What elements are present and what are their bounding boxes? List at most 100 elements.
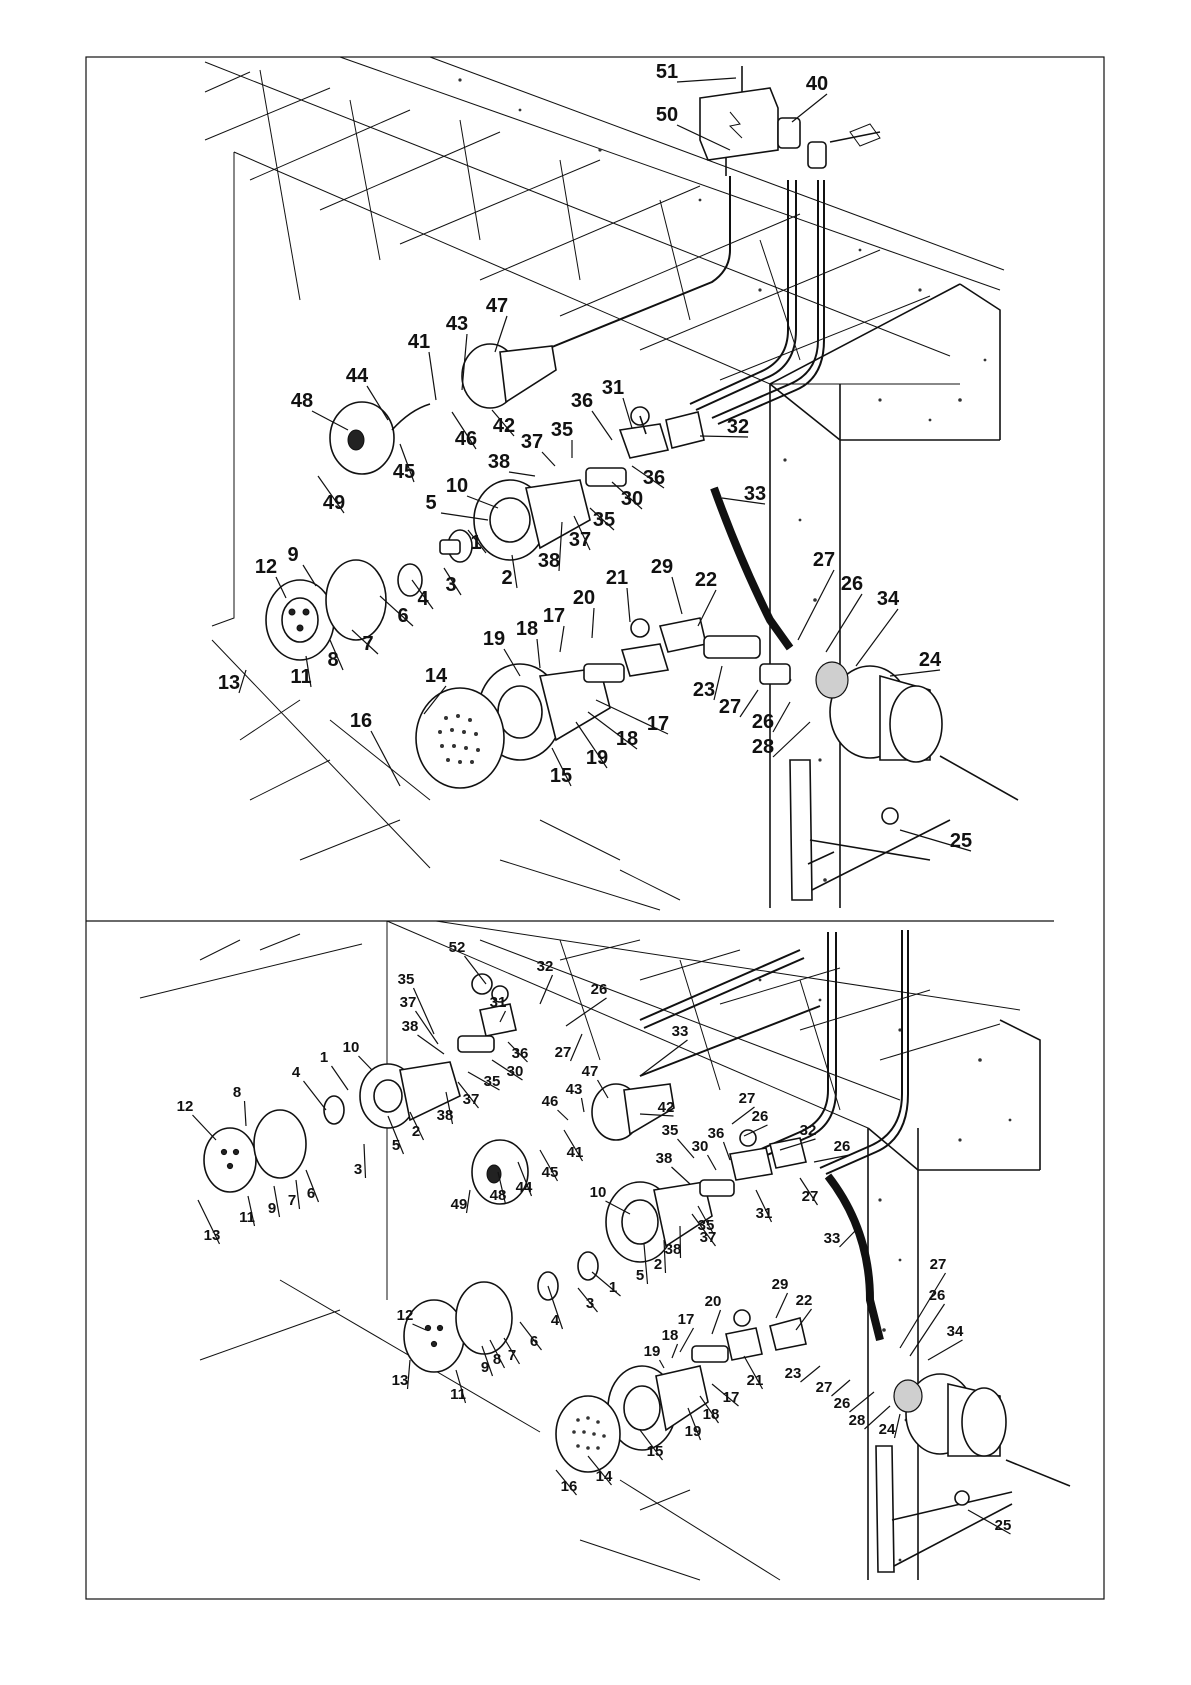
leader-line: [511, 554, 518, 589]
part-number-11: 11: [290, 666, 311, 688]
part-number-35: 35: [698, 1217, 715, 1234]
part-number-8: 8: [233, 1084, 241, 1101]
part-number-37: 37: [400, 994, 417, 1011]
leader-line: [247, 1195, 256, 1227]
part-number-48: 48: [291, 390, 313, 412]
jet-assemblies-bottom: [203, 973, 807, 1473]
leader-line: [831, 1379, 851, 1397]
leader-line: [559, 625, 565, 653]
part-number-46: 46: [542, 1093, 559, 1110]
leader-line: [317, 475, 345, 514]
part-number-23: 23: [693, 679, 715, 701]
leader-line: [677, 1138, 695, 1159]
part-number-35: 35: [662, 1122, 679, 1139]
part-number-28: 28: [752, 736, 774, 758]
leader-line: [366, 385, 389, 421]
part-number-51: 51: [656, 61, 678, 83]
leader-line: [679, 1327, 695, 1353]
leader-line: [721, 497, 766, 505]
callouts-top-panel: 5140504743414448464245493631323537383610…: [218, 61, 972, 852]
part-number-36: 36: [643, 467, 665, 489]
part-number-3: 3: [354, 1161, 362, 1178]
leader-line: [772, 721, 811, 758]
part-number-35: 35: [398, 971, 415, 988]
leader-line: [658, 1359, 665, 1369]
part-number-13: 13: [392, 1372, 409, 1389]
leader-line: [596, 1079, 609, 1099]
part-number-15: 15: [550, 765, 572, 787]
part-number-38: 38: [488, 451, 510, 473]
leader-line: [411, 579, 434, 610]
part-number-12: 12: [255, 556, 277, 578]
part-number-1: 1: [320, 1049, 328, 1066]
leader-line: [697, 1205, 715, 1235]
top-panel-artwork: [204, 56, 1019, 911]
part-number-17: 17: [543, 605, 565, 627]
leader-line: [467, 529, 487, 554]
leader-line: [370, 730, 401, 787]
leader-line: [494, 315, 508, 353]
leader-line: [466, 495, 499, 509]
part-number-47: 47: [582, 1063, 599, 1080]
part-number-35: 35: [593, 509, 615, 531]
leader-line: [305, 1169, 320, 1203]
part-number-34: 34: [947, 1323, 964, 1340]
part-number-48: 48: [490, 1187, 507, 1204]
bottom-panel-artwork: [139, 920, 1071, 1581]
leader-line: [539, 1149, 559, 1182]
part-number-12: 12: [177, 1098, 194, 1115]
leader-line: [791, 93, 828, 123]
leader-line: [379, 595, 414, 627]
leader-line: [639, 1039, 688, 1077]
leader-line: [451, 411, 477, 450]
leader-line: [519, 1321, 542, 1351]
part-number-7: 7: [288, 1192, 296, 1209]
leader-line: [575, 721, 608, 769]
part-number-42: 42: [493, 415, 515, 437]
leader-line: [238, 669, 247, 694]
part-number-26: 26: [591, 981, 608, 998]
leader-line: [503, 1337, 521, 1365]
part-number-10: 10: [446, 475, 468, 497]
part-number-17: 17: [678, 1311, 695, 1328]
part-number-37: 37: [569, 529, 591, 551]
part-number-13: 13: [204, 1227, 221, 1244]
leader-line: [358, 1055, 373, 1071]
leader-line: [591, 607, 595, 639]
leader-line: [577, 1287, 598, 1313]
leader-line: [547, 1285, 564, 1330]
leader-line: [927, 1339, 963, 1361]
leader-line: [565, 997, 607, 1027]
part-number-45: 45: [393, 461, 415, 483]
leader-line: [587, 711, 638, 750]
part-number-17: 17: [647, 713, 669, 735]
part-number-27: 27: [719, 696, 741, 718]
part-number-9: 9: [287, 544, 298, 566]
leader-line: [507, 1041, 528, 1063]
leader-line: [671, 576, 683, 615]
leader-line: [461, 333, 468, 391]
leader-line: [412, 1323, 427, 1331]
part-number-30: 30: [621, 488, 643, 510]
concrete-wall-bottom: [758, 978, 1041, 1580]
leader-line: [499, 1010, 507, 1023]
leader-line: [428, 351, 437, 401]
part-number-9: 9: [268, 1200, 276, 1217]
leader-line: [587, 1455, 612, 1486]
leader-line: [755, 1189, 773, 1223]
part-number-27: 27: [930, 1256, 947, 1273]
leader-line: [536, 638, 541, 669]
part-number-1: 1: [609, 1279, 617, 1296]
leader-line: [275, 576, 287, 599]
leader-line: [580, 1097, 585, 1113]
part-number-32: 32: [537, 958, 554, 975]
leader-line: [722, 1141, 731, 1161]
part-number-12: 12: [397, 1307, 414, 1324]
part-number-33: 33: [744, 483, 766, 505]
pipes-bottom: [639, 930, 909, 1175]
leader-line: [491, 1059, 523, 1081]
leader-line: [772, 701, 791, 733]
leader-line: [622, 397, 633, 429]
leader-line: [711, 1309, 722, 1335]
part-number-41: 41: [567, 1144, 584, 1161]
